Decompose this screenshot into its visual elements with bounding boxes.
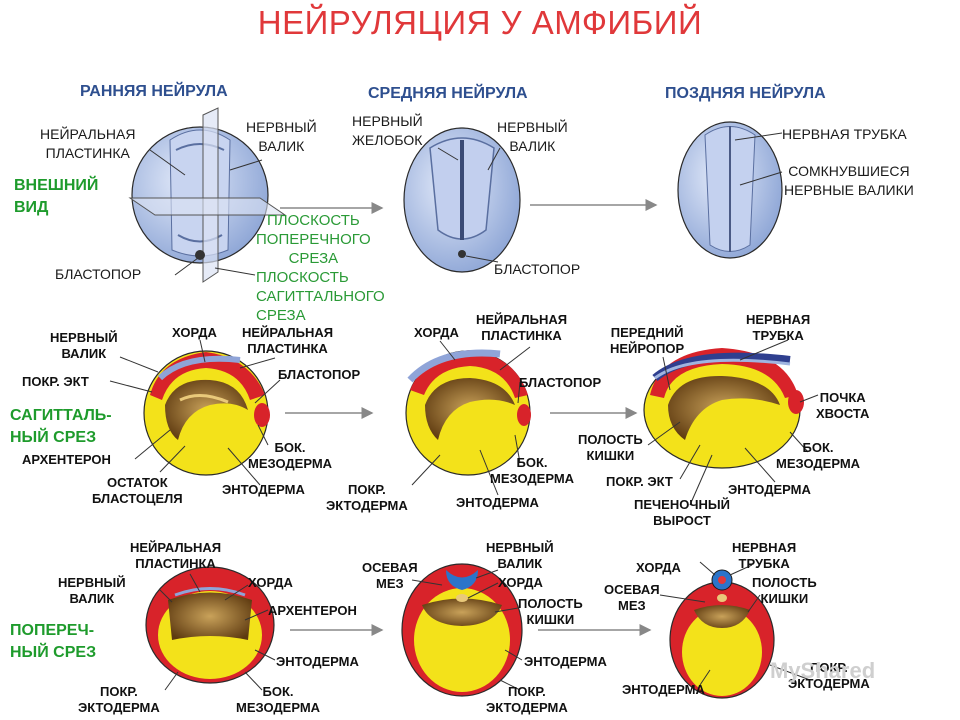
label-tr-l-endoderm: ЭНТОДЕРМА bbox=[622, 682, 705, 698]
label-tr-m-chord: ХОРДА bbox=[498, 575, 543, 591]
row-label-transverse: ПОПЕРЕЧ- НЫЙ СРЕЗ bbox=[10, 620, 96, 664]
label-neural-fold-mid: НЕРВНЫЙ ВАЛИК bbox=[497, 118, 568, 156]
header-middle: СРЕДНЯЯ НЕЙРУЛА bbox=[368, 84, 528, 103]
label-sag-m-blastopore: БЛАСТОПОР bbox=[519, 375, 601, 391]
label-tr-e-mesoderm: БОК. МЕЗОДЕРМА bbox=[236, 684, 320, 716]
label-closed-folds: СОМКНУВШИЕСЯ НЕРВНЫЕ ВАЛИКИ bbox=[784, 162, 914, 200]
label-sag-l-mesoderm: БОК. МЕЗОДЕРМА bbox=[776, 440, 860, 472]
label-tr-e-plate: НЕЙРАЛЬНАЯ ПЛАСТИНКА bbox=[130, 540, 221, 572]
header-early: РАННЯЯ НЕЙРУЛА bbox=[80, 82, 228, 101]
label-neural-fold: НЕРВНЫЙ ВАЛИК bbox=[246, 118, 317, 156]
label-sag-e-blastocoel: ОСТАТОК БЛАСТОЦЕЛЯ bbox=[92, 475, 183, 507]
label-sag-e-ect: ПОКР. ЭКТ bbox=[22, 374, 89, 390]
label-tr-l-gut: ПОЛОСТЬ КИШКИ bbox=[752, 575, 817, 607]
label-sag-l-endoderm: ЭНТОДЕРМА bbox=[728, 482, 811, 498]
label-tr-m-ectoderm: ПОКР. ЭКТОДЕРМА bbox=[486, 684, 568, 716]
label-tr-l-chord: ХОРДА bbox=[636, 560, 681, 576]
label-sag-l-tailbud: ПОЧКА ХВОСТА bbox=[816, 390, 869, 422]
label-sag-e-blastopore: БЛАСТОПОР bbox=[278, 367, 360, 383]
label-blastopore: БЛАСТОПОР bbox=[55, 265, 141, 284]
label-sag-m-chord: ХОРДА bbox=[414, 325, 459, 341]
label-tr-e-chord: ХОРДА bbox=[248, 575, 293, 591]
label-tr-m-endoderm: ЭНТОДЕРМА bbox=[524, 654, 607, 670]
label-neural-plate: НЕЙРАЛЬНАЯ ПЛАСТИНКА bbox=[40, 125, 136, 163]
label-sag-m-endoderm: ЭНТОДЕРМА bbox=[456, 495, 539, 511]
label-tr-m-fold: НЕРВНЫЙ ВАЛИК bbox=[486, 540, 554, 572]
row-label-external: ВНЕШНИЙ ВИД bbox=[14, 175, 98, 219]
label-sag-e-fold: НЕРВНЫЙ ВАЛИК bbox=[50, 330, 118, 362]
label-transverse-plane: ПЛОСКОСТЬ ПОПЕРЕЧНОГО СРЕЗА bbox=[256, 211, 371, 268]
label-sag-m-mesoderm: БОК. МЕЗОДЕРМА bbox=[490, 455, 574, 487]
label-sag-e-endoderm: ЭНТОДЕРМА bbox=[222, 482, 305, 498]
label-sag-l-tube: НЕРВНАЯ ТРУБКА bbox=[746, 312, 810, 344]
watermark-logo: MyShared bbox=[770, 658, 875, 684]
label-blastopore-mid: БЛАСТОПОР bbox=[494, 260, 580, 279]
label-sagittal-plane: ПЛОСКОСТЬ САГИТТАЛЬНОГО СРЕЗА bbox=[256, 268, 385, 325]
label-tr-l-tube: НЕРВНАЯ ТРУБКА bbox=[732, 540, 796, 572]
label-neural-tube: НЕРВНАЯ ТРУБКА bbox=[782, 125, 907, 144]
label-sag-e-mesoderm: БОК. МЕЗОДЕРМА bbox=[248, 440, 332, 472]
label-sag-e-plate: НЕЙРАЛЬНАЯ ПЛАСТИНКА bbox=[242, 325, 333, 357]
row-label-sagittal: САГИТТАЛЬ- НЫЙ СРЕЗ bbox=[10, 405, 112, 449]
late-neurula-external bbox=[678, 122, 782, 258]
label-sag-l-gut: ПОЛОСТЬ КИШКИ bbox=[578, 432, 643, 464]
label-sag-m-ectoderm: ПОКР. ЭКТОДЕРМА bbox=[326, 482, 408, 514]
label-tr-m-gut: ПОЛОСТЬ КИШКИ bbox=[518, 596, 583, 628]
label-tr-m-axial: ОСЕВАЯ МЕЗ bbox=[362, 560, 418, 592]
label-sag-l-ect: ПОКР. ЭКТ bbox=[606, 474, 673, 490]
header-late: ПОЗДНЯЯ НЕЙРУЛА bbox=[665, 84, 826, 103]
label-sag-l-neuropore: ПЕРЕДНИЙ НЕЙРОПОР bbox=[610, 325, 684, 357]
label-neural-groove: НЕРВНЫЙ ЖЕЛОБОК bbox=[352, 112, 423, 150]
label-tr-e-archenteron: АРХЕНТЕРОН bbox=[268, 603, 357, 619]
label-tr-l-axial: ОСЕВАЯ МЕЗ bbox=[604, 582, 660, 614]
label-tr-e-fold: НЕРВНЫЙ ВАЛИК bbox=[58, 575, 126, 607]
label-sag-e-chord: ХОРДА bbox=[172, 325, 217, 341]
label-sag-l-liver: ПЕЧЕНОЧНЫЙ ВЫРОСТ bbox=[634, 497, 730, 529]
label-tr-e-endoderm: ЭНТОДЕРМА bbox=[276, 654, 359, 670]
label-tr-e-ectoderm: ПОКР. ЭКТОДЕРМА bbox=[78, 684, 160, 716]
label-sag-e-archenteron: АРХЕНТЕРОН bbox=[22, 452, 111, 468]
label-sag-m-plate: НЕЙРАЛЬНАЯ ПЛАСТИНКА bbox=[476, 312, 567, 344]
